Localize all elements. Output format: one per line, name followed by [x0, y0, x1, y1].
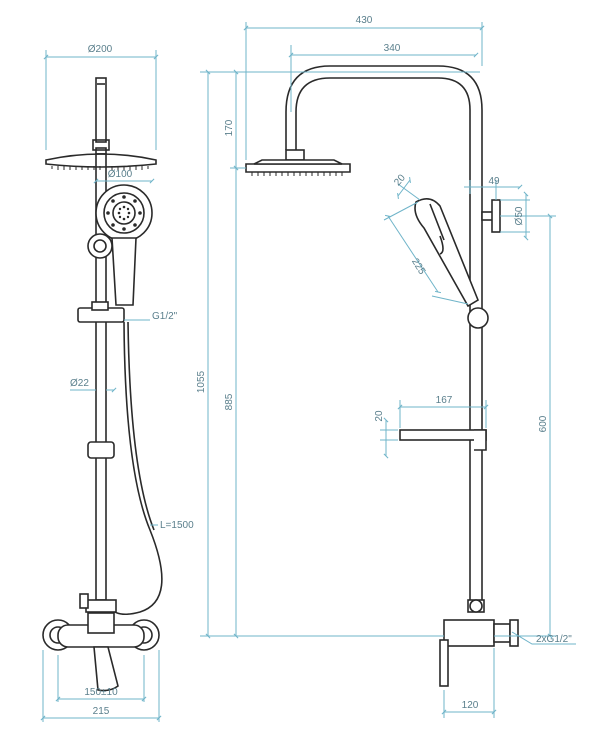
dim-front-width: 215: [93, 706, 110, 717]
side-column-inner: [285, 65, 483, 600]
dim-side-arm-reach: 340: [384, 43, 401, 54]
front-shower-arm: [95, 77, 107, 143]
side-column-outer: [295, 77, 471, 600]
front-view: [42, 77, 163, 692]
side-view: [245, 65, 519, 687]
dim-side-inlet-height: 885: [224, 393, 235, 410]
dim-front-thread: G1/2": [152, 311, 178, 322]
front-mixer: [42, 612, 160, 692]
dimension-lines: [40, 22, 576, 722]
front-diverter: [85, 599, 117, 613]
dim-side-bracket-depth: 49: [488, 176, 500, 187]
side-holder-knob: [467, 307, 489, 329]
side-rain-shower-head: [245, 163, 351, 173]
dim-front-rail-diameter: Ø22: [70, 378, 89, 389]
dim-side-bracket-diameter: Ø50: [514, 206, 525, 225]
front-hose: [109, 321, 163, 616]
dim-side-shelf-height: 20: [374, 410, 385, 422]
front-holder-knob: [87, 233, 113, 259]
side-soap-shelf: [399, 429, 487, 451]
dim-side-overall-width: 430: [356, 15, 373, 26]
side-mixer-lever: [439, 639, 449, 687]
side-wall-bracket: [481, 199, 501, 233]
dim-side-total-height: 1055: [196, 370, 207, 393]
dim-side-head-drop: 170: [224, 119, 235, 136]
dim-front-centers: 150±10: [84, 687, 118, 698]
dim-side-shelf-length: 167: [436, 395, 453, 406]
dim-front-head-diameter: Ø200: [88, 44, 113, 55]
dim-side-inlet-thread: 2xG1/2": [536, 634, 572, 645]
front-rain-shower-head: [45, 153, 157, 168]
front-hand-shower: [95, 184, 153, 306]
dim-front-hand-diameter: Ø100: [108, 169, 133, 180]
dim-side-bracket-spacing: 600: [538, 415, 549, 432]
dim-side-hand-length: 225: [409, 257, 427, 277]
dim-side-wall-depth: 120: [462, 700, 479, 711]
front-hand-shower-handle: [111, 237, 137, 306]
side-mixer: [439, 599, 519, 687]
side-hand-shower: [414, 198, 479, 308]
dim-front-hose-length: L=1500: [160, 520, 194, 531]
dimension-labels: Ø200 Ø100 G1/2" Ø22 L=1500 150±10 215 43…: [70, 15, 572, 717]
front-arm-connector: [92, 139, 110, 151]
front-rail-clamp: [87, 441, 115, 459]
side-head-connector: [285, 149, 305, 161]
front-mixer-lever: [93, 646, 119, 692]
